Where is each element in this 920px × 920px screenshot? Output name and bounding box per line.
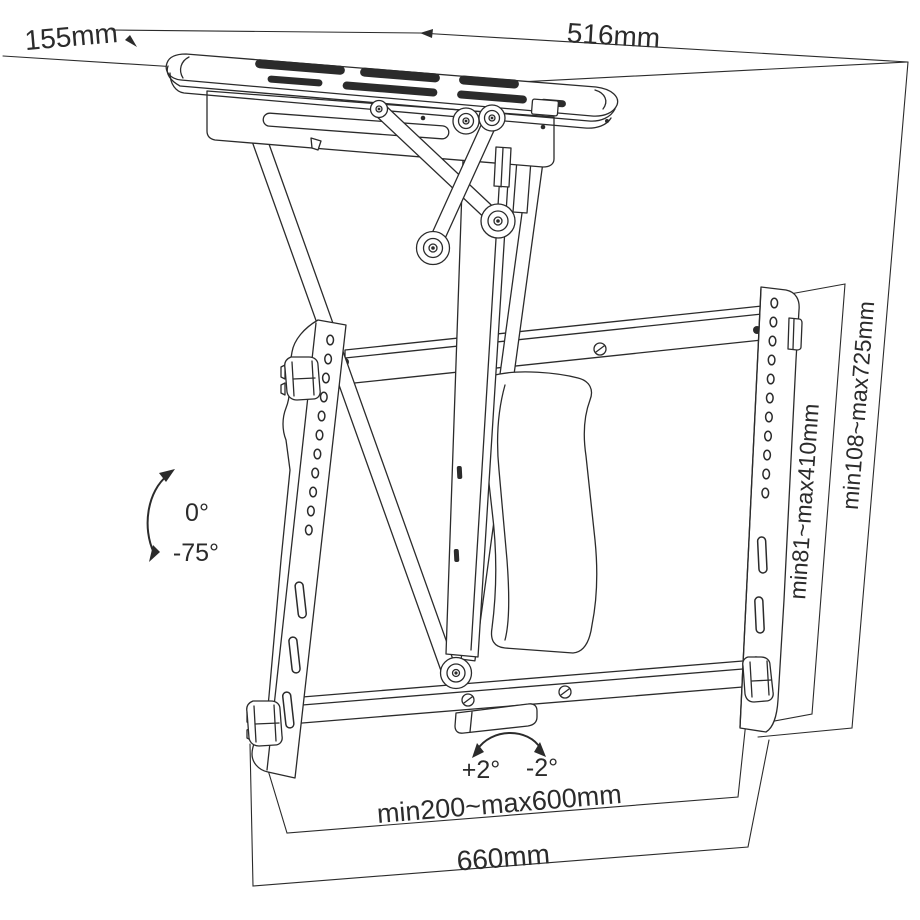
label-bracket-width: 660mm [455, 838, 551, 876]
vesa-hole [321, 372, 330, 384]
vesa-hole [319, 391, 328, 403]
plate-slot [255, 59, 345, 75]
vesa-hole [770, 297, 779, 309]
vesa-hole [317, 410, 326, 422]
arrowhead [149, 545, 160, 562]
dim-line-plate-depth [2, 55, 178, 68]
vesa-hole [306, 505, 315, 517]
vesa-slot [756, 536, 768, 574]
vesa-hole [309, 486, 318, 498]
dim-extension-top [111, 29, 421, 34]
vesa-hole [765, 392, 774, 404]
arrowhead [125, 35, 137, 47]
vesa-hole [763, 449, 772, 461]
clamp-right-bottom [742, 656, 774, 703]
left-rail-holes [304, 334, 335, 536]
tilt-angle-arc [476, 732, 542, 751]
roller-lower [415, 230, 451, 266]
roller-top-left [452, 107, 480, 135]
label-mount-span: min200~max600mm [376, 779, 623, 829]
vesa-hole [767, 354, 776, 366]
label-fold-angle-start: 0° [185, 499, 209, 527]
plate-slot [459, 75, 519, 89]
roller-mid [480, 203, 516, 239]
vesa-hole [763, 430, 773, 442]
center-panel [481, 371, 598, 654]
vesa-rail-left [246, 319, 347, 779]
dim-line-drop-range [757, 61, 909, 738]
fold-angle-arc [146, 474, 169, 554]
vesa-hole [762, 468, 771, 480]
clamp-left-top [280, 356, 321, 401]
arrowhead [420, 29, 433, 38]
vesa-hole [324, 353, 333, 365]
vesa-hole [326, 334, 335, 346]
vesa-hole [761, 487, 770, 499]
dim-line-mount-span [257, 711, 748, 834]
arrowhead [472, 743, 484, 758]
right-rail-holes [761, 297, 779, 499]
screw-dot [420, 115, 426, 121]
vesa-slot [281, 691, 295, 729]
dim-line-bracket-width [249, 739, 770, 887]
vesa-hole [768, 335, 777, 347]
vesa-hole [313, 448, 322, 460]
plate-end-tab [530, 98, 560, 117]
arrowhead [534, 742, 546, 757]
screw-dot [605, 119, 609, 123]
plate-slot [457, 90, 527, 104]
screw-dot [540, 124, 546, 130]
dimension-annotations [2, 29, 909, 887]
arrowhead [159, 469, 175, 482]
dim-line-plate-width [419, 32, 909, 63]
label-plate-depth: 155mm [23, 17, 119, 56]
vesa-slot [754, 596, 765, 634]
roller-top-right [478, 104, 506, 132]
label-plate-width: 516mm [566, 17, 661, 54]
housing-hook [310, 137, 322, 151]
vesa-hole [311, 467, 320, 479]
plate-slot [360, 67, 440, 83]
vesa-slot [288, 636, 301, 674]
bottom-pivot [439, 656, 473, 690]
vesa-hole [766, 373, 775, 385]
bottom-rail [289, 659, 756, 725]
vesa-hole [769, 316, 778, 328]
motor-housing [439, 656, 538, 734]
arm-pivot [369, 99, 389, 119]
top-rail [341, 305, 763, 385]
vesa-rail-right [739, 286, 803, 733]
scissor-arms [369, 99, 516, 266]
label-fold-angle-end: -75° [173, 539, 219, 567]
dim-line-bracket-range [757, 283, 846, 725]
vesa-slot [294, 581, 308, 619]
dim-witness-plate [479, 61, 909, 85]
clamp-right-top [787, 317, 803, 351]
vesa-hole [764, 411, 773, 423]
plate-slot [342, 81, 438, 97]
vesa-hole [315, 429, 324, 441]
clamp-left-bottom [246, 700, 283, 747]
label-tilt-up: +2° [462, 756, 501, 784]
label-tilt-down: -2° [526, 754, 558, 782]
plate-slot [267, 75, 323, 87]
vesa-hole [304, 524, 313, 536]
